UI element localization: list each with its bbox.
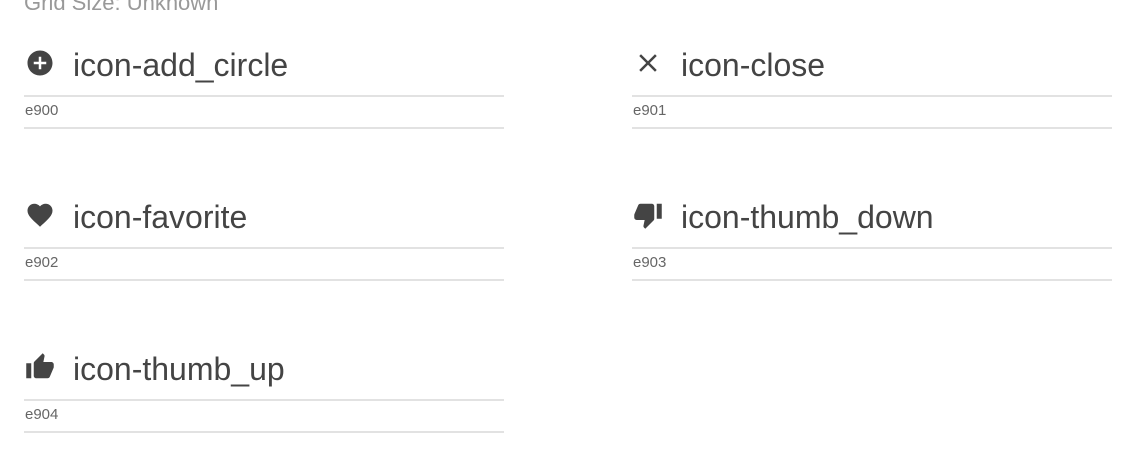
glyph-card-thumb-down: icon-thumb_down e903 — [632, 196, 1112, 286]
glyph-name[interactable]: icon-thumb_up — [73, 351, 285, 387]
glyph-code[interactable]: e903 — [633, 254, 667, 271]
glyph-header: icon-thumb_up — [24, 348, 504, 400]
divider — [632, 247, 1112, 249]
glyph-card-close: icon-close e901 — [632, 44, 1112, 134]
thumb-up-icon — [24, 351, 56, 383]
divider — [24, 399, 504, 401]
close-icon — [632, 47, 664, 79]
divider — [632, 127, 1112, 129]
glyph-name[interactable]: icon-favorite — [73, 199, 248, 235]
thumb-down-icon — [632, 199, 664, 231]
glyph-card-add-circle: icon-add_circle e900 — [24, 44, 504, 134]
divider — [24, 95, 504, 97]
grid-size-label: Grid Size: Unknown — [24, 0, 219, 15]
divider — [24, 279, 504, 281]
glyph-name[interactable]: icon-thumb_down — [681, 199, 934, 235]
add-circle-icon — [24, 47, 56, 79]
glyph-code[interactable]: e904 — [25, 406, 59, 423]
favorite-icon — [24, 199, 56, 231]
glyph-card-favorite: icon-favorite e902 — [24, 196, 504, 286]
glyph-name[interactable]: icon-close — [681, 47, 826, 83]
glyph-code[interactable]: e900 — [25, 102, 59, 119]
glyph-code[interactable]: e901 — [633, 102, 667, 119]
divider — [24, 127, 504, 129]
divider — [632, 95, 1112, 97]
glyph-header: icon-add_circle — [24, 44, 504, 96]
divider — [24, 431, 504, 433]
glyph-name[interactable]: icon-add_circle — [73, 47, 289, 83]
divider — [24, 247, 504, 249]
glyph-header: icon-favorite — [24, 196, 504, 248]
glyph-card-thumb-up: icon-thumb_up e904 — [24, 348, 504, 438]
glyph-code[interactable]: e902 — [25, 254, 59, 271]
divider — [632, 279, 1112, 281]
glyph-header: icon-close — [632, 44, 1112, 96]
glyph-header: icon-thumb_down — [632, 196, 1112, 248]
